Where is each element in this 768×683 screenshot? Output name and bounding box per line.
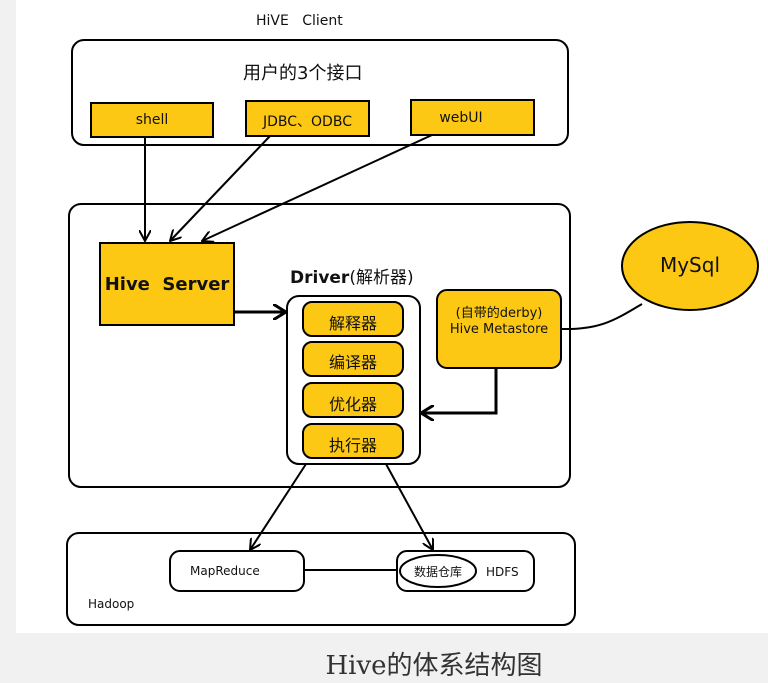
driver-box [286,295,421,465]
driver-component-interpreter[interactable] [302,301,404,337]
driver-title-rest: (解析器) [349,268,414,288]
hadoop-label: Hadoop [88,597,135,611]
warehouse-label: 数据仓库 [413,565,462,579]
driver-component-compiler[interactable] [302,341,404,377]
figure-caption: Hive的体系结构图 [325,651,543,681]
metastore-mysql-link [560,303,643,331]
arrow-metastore-to-driver [421,368,498,413]
hive-server-label: Hive Server [104,274,230,295]
interface-box-jdbc-odbc[interactable] [245,100,370,137]
interface-box-webui[interactable] [410,99,535,136]
interface-label-jdbc-odbc: JDBC、ODBC [263,114,352,130]
driver-label-executor: 执行器 [328,436,377,455]
arrow-driver-to-mapreduce [250,463,307,550]
driver-label-interpreter: 解释器 [328,314,377,333]
mysql-ellipse[interactable] [621,221,759,311]
driver-component-executor[interactable] [302,423,404,459]
driver-label-optimizer: 优化器 [328,395,377,414]
metastore-label-line2: Hive Metastore [449,322,549,337]
warehouse-ellipse [399,554,477,588]
client-group-title: HiVE Client [256,13,343,29]
client-group-box [71,39,569,146]
driver-title: Driver(解析器) [290,263,414,288]
hdfs-label: HDFS [486,565,519,579]
interface-label-shell: shell [135,112,169,128]
mapreduce-label: MapReduce [190,564,260,578]
driver-label-compiler: 编译器 [328,353,377,372]
interfaces-title: 用户的3个接口 [243,63,363,84]
interface-label-webui: webUI [439,110,483,126]
mysql-label: MySql [659,253,721,277]
arrow-jdbc-to-server [170,135,271,241]
hadoop-group-box [66,532,576,626]
metastore-label-line1: (自带的derby) [455,306,543,321]
interface-box-shell[interactable] [90,102,214,138]
arrow-driver-to-hdfs [385,463,433,550]
arrow-webui-to-server [202,134,433,241]
hive-server-box[interactable] [99,242,235,326]
driver-title-bold: Driver [290,268,350,288]
driver-component-optimizer[interactable] [302,382,404,418]
server-group-box [68,203,571,488]
